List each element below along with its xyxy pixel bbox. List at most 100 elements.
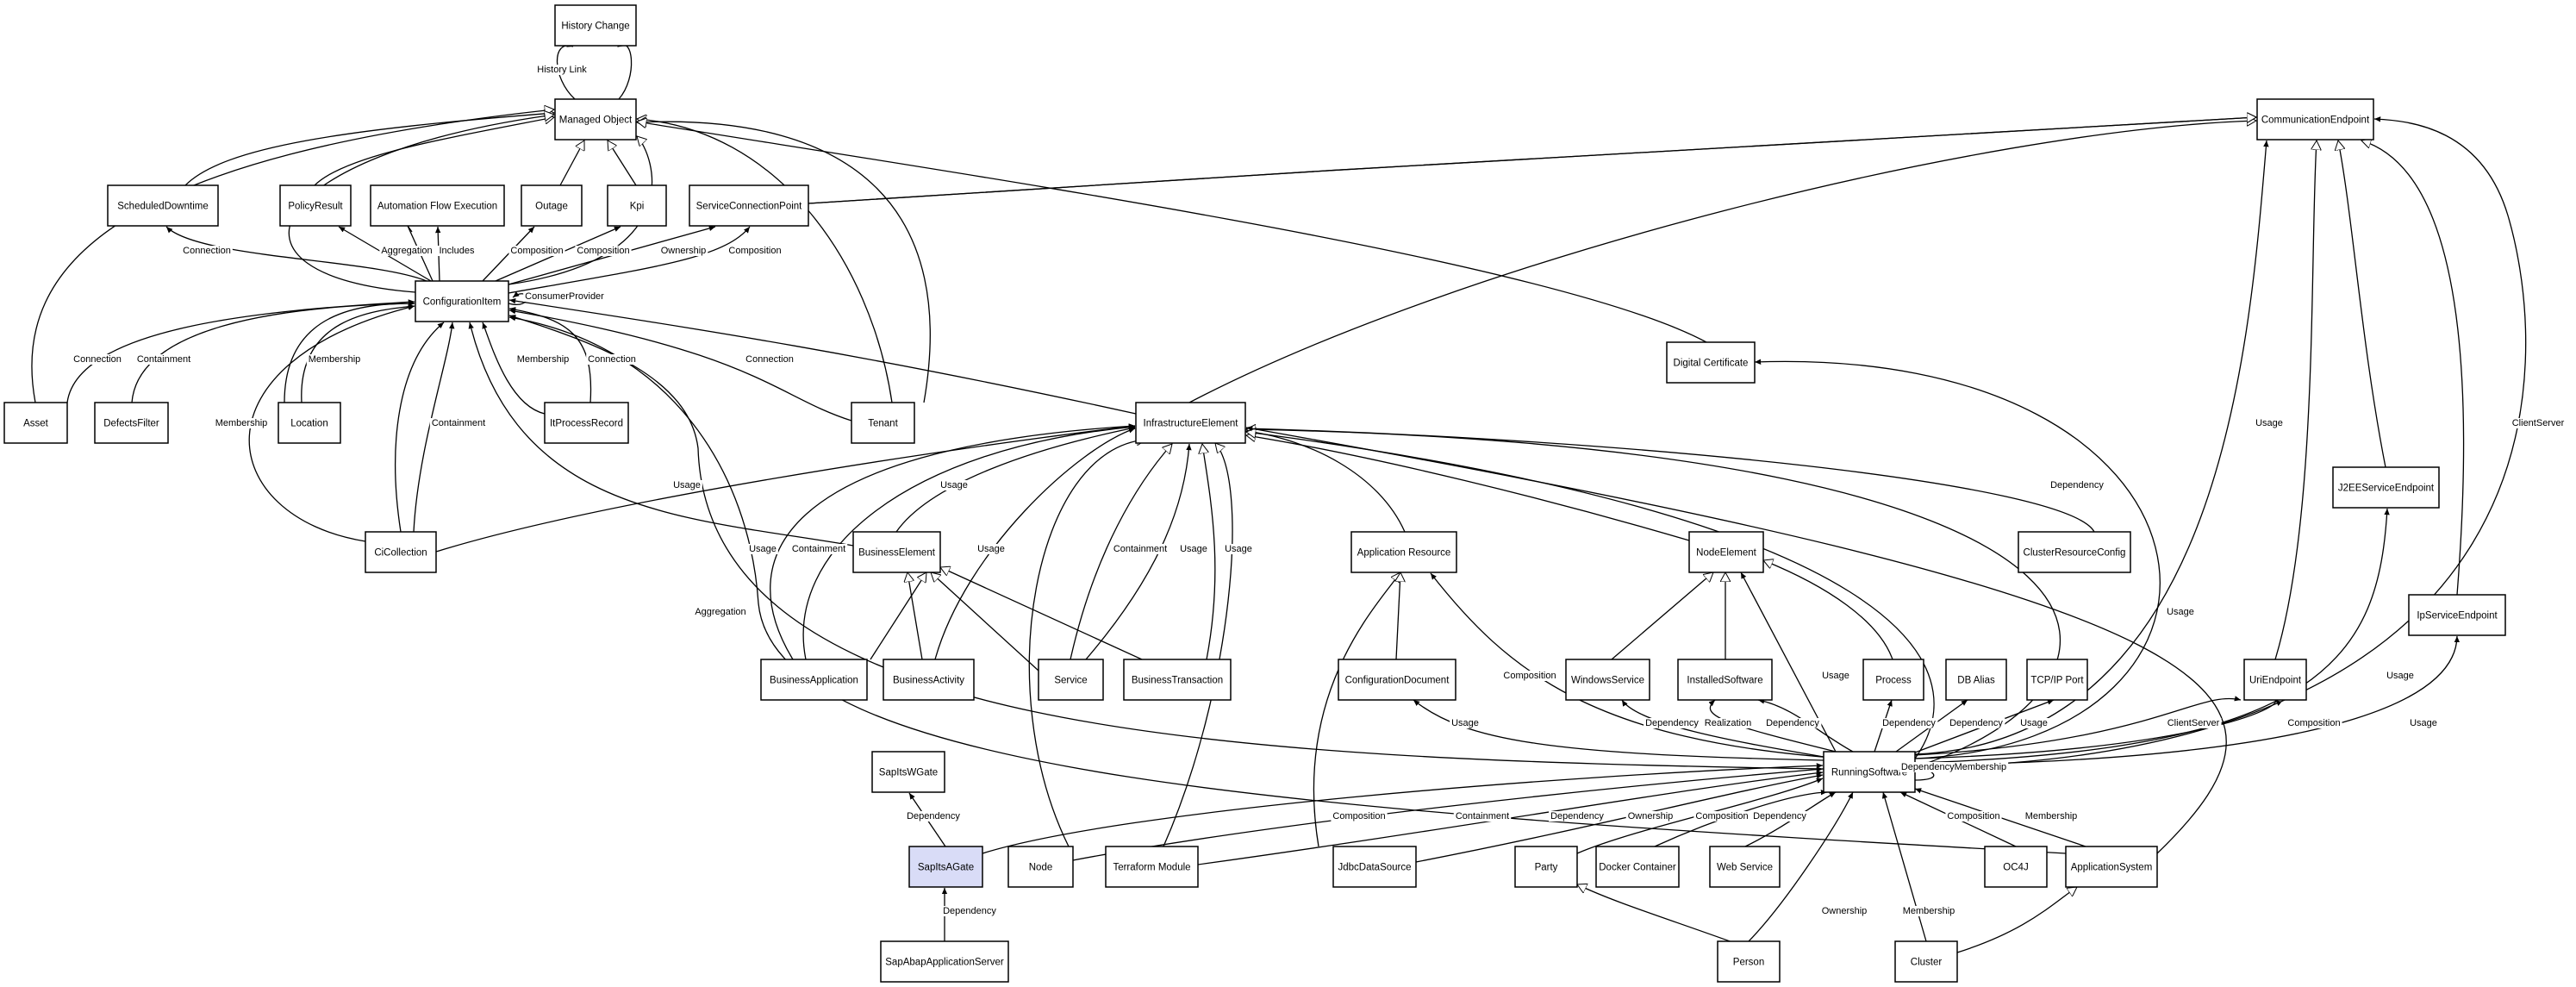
node-box[interactable] xyxy=(1007,846,1074,888)
node-location[interactable]: Location xyxy=(278,402,341,444)
node-kpi[interactable]: Kpi xyxy=(607,184,667,227)
node-box[interactable] xyxy=(2065,846,2158,888)
node-outage[interactable]: Outage xyxy=(521,184,583,227)
edge-label-connection: Connection xyxy=(588,354,636,365)
node-box[interactable] xyxy=(607,184,667,227)
node-tcpip-port[interactable]: TCP/IP Port xyxy=(2026,659,2088,701)
node-person[interactable]: Person xyxy=(1717,940,1781,983)
node-box[interactable] xyxy=(871,751,945,793)
node-process[interactable]: Process xyxy=(1862,659,1924,701)
node-box[interactable] xyxy=(554,4,637,47)
node-application-system[interactable]: ApplicationSystem xyxy=(2065,846,2158,888)
node-sap-abap-application-server[interactable]: SapAbapApplicationServer xyxy=(880,940,1009,983)
node-policy-result[interactable]: PolicyResult xyxy=(279,184,352,227)
node-sap-its-agate[interactable]: SapItsAGate xyxy=(908,846,983,888)
node-box[interactable] xyxy=(415,280,509,322)
node-defects-filter[interactable]: DefectsFilter xyxy=(94,402,169,444)
node-box[interactable] xyxy=(1894,940,1958,983)
node-ip-service-endpoint[interactable]: IpServiceEndpoint xyxy=(2408,594,2506,636)
node-box[interactable] xyxy=(1350,531,1457,573)
node-j2ee-service-endpoint[interactable]: J2EEServiceEndpoint xyxy=(2332,466,2440,509)
node-business-application[interactable]: BusinessApplication xyxy=(760,659,868,701)
node-box[interactable] xyxy=(1984,846,2048,888)
node-box[interactable] xyxy=(689,184,809,227)
node-scheduled-downtime[interactable]: ScheduledDowntime xyxy=(107,184,219,227)
node-box[interactable] xyxy=(1945,659,2007,701)
node-running-software[interactable]: RunningSoftware xyxy=(1823,751,1916,793)
node-configuration-item[interactable]: ConfigurationItem xyxy=(415,280,509,322)
node-box[interactable] xyxy=(1677,659,1773,701)
node-installed-software[interactable]: InstalledSoftware xyxy=(1677,659,1773,701)
node-terraform-module[interactable]: Terraform Module xyxy=(1105,846,1199,888)
node-configuration-document[interactable]: ConfigurationDocument xyxy=(1338,659,1456,701)
node-jdbc-data-source[interactable]: JdbcDataSource xyxy=(1332,846,1417,888)
node-box[interactable] xyxy=(1135,402,1246,444)
edge-line xyxy=(895,426,1136,533)
node-box[interactable] xyxy=(1688,531,1764,573)
node-box[interactable] xyxy=(1338,659,1456,701)
node-managed-object[interactable]: Managed Object xyxy=(554,98,637,141)
node-box[interactable] xyxy=(852,531,941,573)
node-box[interactable] xyxy=(1105,846,1199,888)
node-node[interactable]: Node xyxy=(1007,846,1074,888)
node-service-connection-point[interactable]: ServiceConnectionPoint xyxy=(689,184,809,227)
node-box[interactable] xyxy=(2243,659,2307,701)
node-box[interactable] xyxy=(1565,659,1650,701)
node-sap-its-wgate[interactable]: SapItsWGate xyxy=(871,751,945,793)
node-box[interactable] xyxy=(1717,940,1781,983)
node-history-change[interactable]: History Change xyxy=(554,4,637,47)
node-box[interactable] xyxy=(2256,98,2374,141)
node-web-service[interactable]: Web Service xyxy=(1709,846,1781,888)
node-box[interactable] xyxy=(1666,341,1756,384)
node-box[interactable] xyxy=(1123,659,1232,701)
node-box[interactable] xyxy=(1332,846,1417,888)
node-box[interactable] xyxy=(278,402,341,444)
node-business-transaction[interactable]: BusinessTransaction xyxy=(1123,659,1232,701)
node-windows-service[interactable]: WindowsService xyxy=(1565,659,1650,701)
node-infrastructure-element[interactable]: InfrastructureElement xyxy=(1135,402,1246,444)
node-ci-collection[interactable]: CiCollection xyxy=(365,531,437,573)
node-docker-container[interactable]: Docker Container xyxy=(1595,846,1680,888)
node-oc4j[interactable]: OC4J xyxy=(1984,846,2048,888)
node-box[interactable] xyxy=(880,940,1009,983)
node-box[interactable] xyxy=(883,659,975,701)
node-box[interactable] xyxy=(3,402,68,444)
node-cluster[interactable]: Cluster xyxy=(1894,940,1958,983)
node-cluster-resource-config[interactable]: ClusterResourceConfig xyxy=(2018,531,2131,573)
node-db-alias[interactable]: DB Alias xyxy=(1945,659,2007,701)
node-box[interactable] xyxy=(1709,846,1781,888)
node-node-element[interactable]: NodeElement xyxy=(1688,531,1764,573)
node-party[interactable]: Party xyxy=(1514,846,1578,888)
node-box[interactable] xyxy=(1595,846,1680,888)
node-box[interactable] xyxy=(2018,531,2131,573)
node-box[interactable] xyxy=(279,184,352,227)
node-uri-endpoint[interactable]: UriEndpoint xyxy=(2243,659,2307,701)
node-box[interactable] xyxy=(1514,846,1578,888)
node-box[interactable] xyxy=(107,184,219,227)
node-box[interactable] xyxy=(365,531,437,573)
node-digital-certificate[interactable]: Digital Certificate xyxy=(1666,341,1756,384)
node-box[interactable] xyxy=(521,184,583,227)
node-automation-flow-execution[interactable]: Automation Flow Execution xyxy=(370,184,505,227)
node-asset[interactable]: Asset xyxy=(3,402,68,444)
node-box[interactable] xyxy=(851,402,915,444)
node-box[interactable] xyxy=(2332,466,2440,509)
node-box[interactable] xyxy=(1038,659,1104,701)
node-business-activity[interactable]: BusinessActivity xyxy=(883,659,975,701)
node-box[interactable] xyxy=(1862,659,1924,701)
edge-label-membership: Membership xyxy=(215,418,268,428)
node-tenant[interactable]: Tenant xyxy=(851,402,915,444)
node-box[interactable] xyxy=(908,846,983,888)
node-box[interactable] xyxy=(544,402,629,444)
node-box[interactable] xyxy=(370,184,505,227)
node-box[interactable] xyxy=(2026,659,2088,701)
node-box[interactable] xyxy=(94,402,169,444)
node-business-element[interactable]: BusinessElement xyxy=(852,531,941,573)
node-it-process-record[interactable]: ItProcessRecord xyxy=(544,402,629,444)
node-application-resource[interactable]: Application Resource xyxy=(1350,531,1457,573)
node-box[interactable] xyxy=(2408,594,2506,636)
node-box[interactable] xyxy=(760,659,868,701)
node-communication-endpoint[interactable]: CommunicationEndpoint xyxy=(2256,98,2374,141)
node-service[interactable]: Service xyxy=(1038,659,1104,701)
node-box[interactable] xyxy=(554,98,637,141)
